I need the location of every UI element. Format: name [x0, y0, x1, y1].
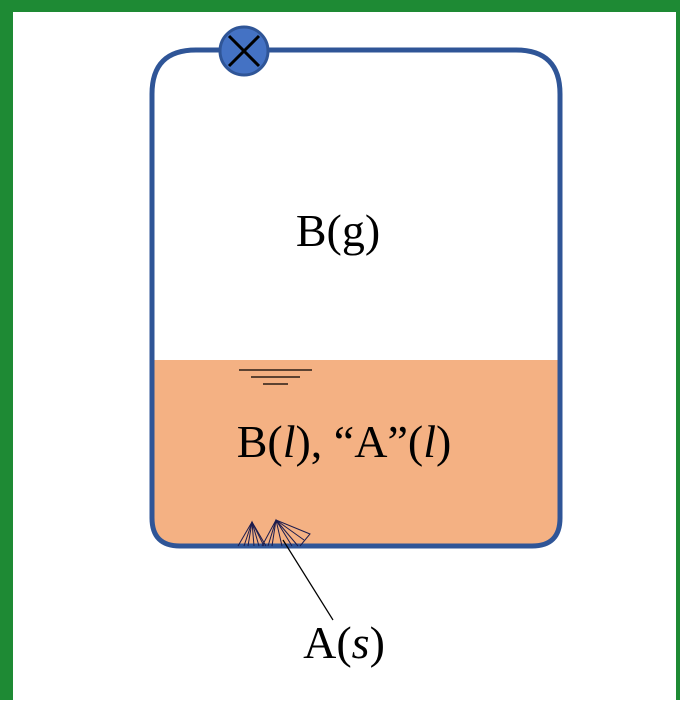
solid-label-s: s	[352, 617, 370, 668]
valve-x-icon	[218, 25, 270, 77]
solid-crystal-icon	[237, 518, 311, 547]
solid-label: A(s)	[303, 617, 385, 668]
frame-right	[676, 0, 680, 700]
solid-label-prefix: A(	[303, 617, 352, 668]
frame-left	[0, 0, 13, 700]
liquid-surface-icon	[239, 369, 312, 385]
liquid-label-l2: l	[423, 416, 436, 467]
liquid-label-l1: l	[283, 416, 296, 467]
gas-label: B(g)	[296, 205, 380, 256]
solid-leader-line	[282, 539, 334, 621]
container-outline	[149, 47, 563, 549]
liquid-label-prefix: B(	[237, 416, 283, 467]
liquid-label-mid: ), “A”(	[295, 416, 423, 467]
liquid-region	[154, 360, 558, 546]
frame-top	[0, 0, 680, 12]
solid-label-suffix: )	[370, 617, 385, 668]
liquid-label-suffix: )	[436, 416, 451, 467]
liquid-label: B(l), “A”(l)	[237, 416, 452, 467]
